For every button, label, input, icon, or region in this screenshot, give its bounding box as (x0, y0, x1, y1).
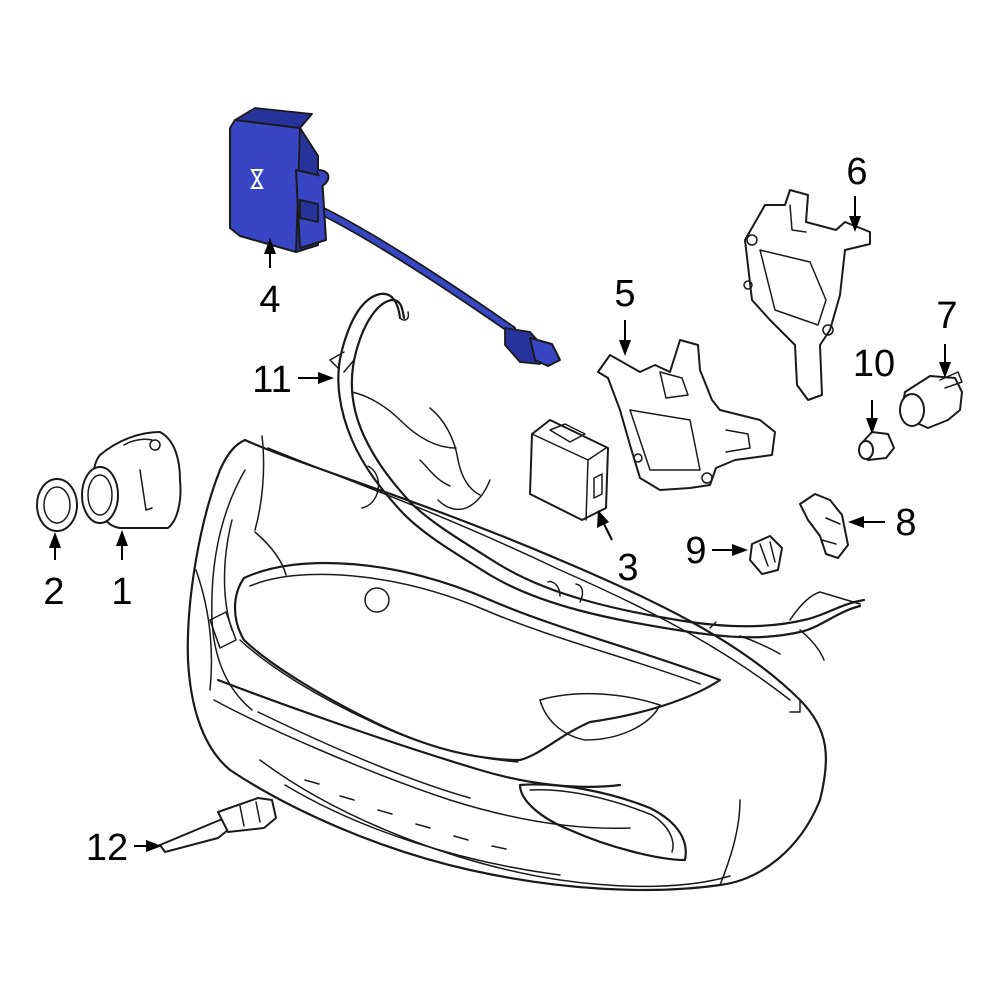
callout-10: 10 (853, 343, 895, 385)
radar-sensor-4 (229, 107, 561, 367)
control-module-3 (529, 419, 609, 521)
wiring-harness (329, 292, 866, 661)
callout-3: 3 (617, 547, 638, 589)
callout-12: 12 (86, 827, 128, 869)
clip-9 (749, 535, 783, 575)
callout-labels: 1 2 3 4 5 6 7 8 9 10 11 12 (43, 151, 957, 869)
callout-6: 6 (846, 151, 867, 193)
callout-arrows (49, 196, 951, 852)
sensor-housing-1 (81, 431, 182, 529)
callout-2: 2 (43, 571, 64, 613)
sensor-10 (858, 431, 895, 461)
callout-4: 4 (259, 279, 280, 321)
callout-9: 9 (685, 530, 706, 572)
plate-bracket-6 (743, 189, 871, 401)
plug-12 (159, 797, 277, 853)
ring-2 (36, 478, 78, 532)
callout-7: 7 (936, 295, 957, 337)
bracket-5 (597, 339, 776, 491)
clip-8 (799, 493, 849, 559)
bumper-cover (186, 435, 828, 892)
sensor-7 (899, 371, 963, 429)
callout-5: 5 (614, 273, 635, 315)
callout-11: 11 (252, 359, 291, 401)
callout-8: 8 (895, 502, 916, 544)
callout-1: 1 (111, 571, 132, 613)
